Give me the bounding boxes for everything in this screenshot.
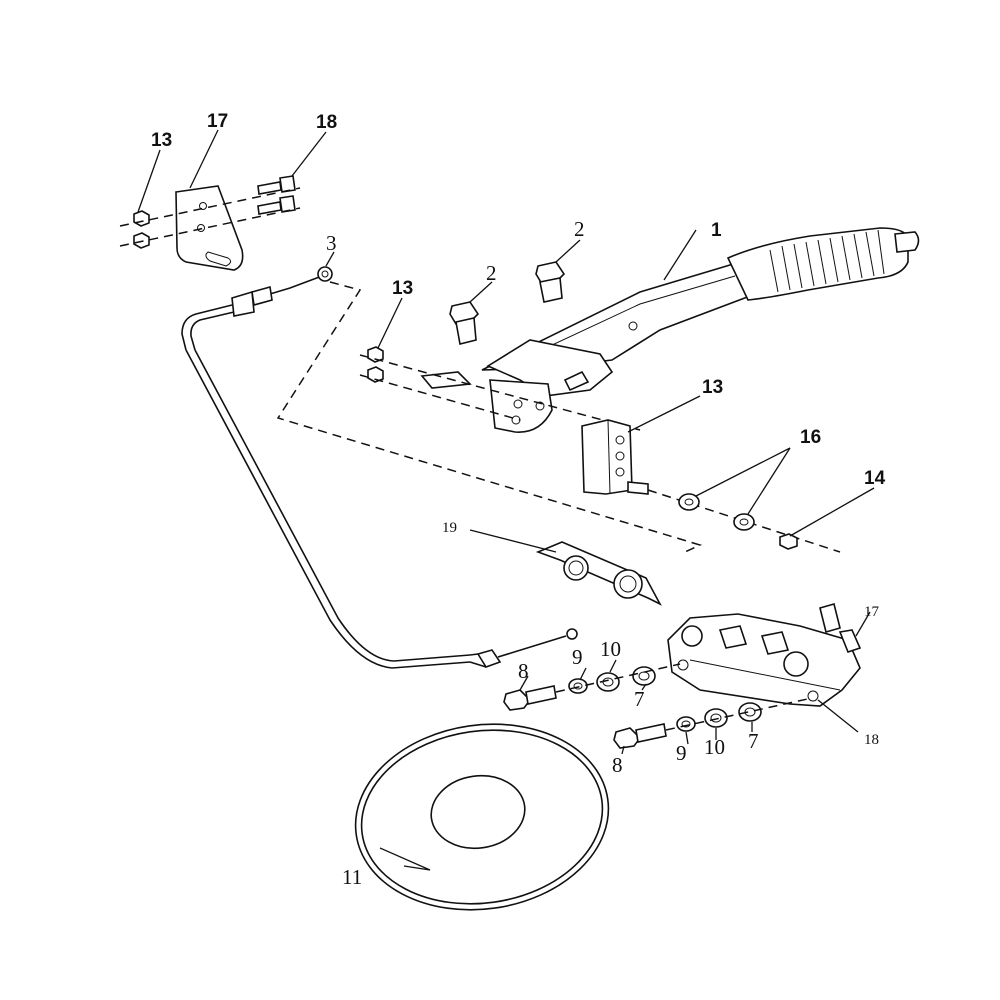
nut-13-middle — [367, 346, 384, 383]
callout-16: 18 — [316, 112, 337, 133]
handbrake-lever-1 — [420, 227, 920, 433]
callout-18: 18 — [864, 732, 879, 748]
spring-clip-19 — [535, 541, 662, 606]
callout-10-upper: 10 — [600, 637, 621, 661]
callout-11: 11 — [342, 865, 362, 889]
brake-caliper-18 — [667, 613, 861, 707]
callout-13-top-left: 13 — [151, 130, 172, 151]
callout-8-lower: 8 — [612, 753, 623, 777]
bolt-8-upper — [503, 685, 557, 711]
brake-cable-3 — [181, 266, 578, 669]
washer-9-lower — [676, 716, 696, 732]
callout-7-upper: 7 — [634, 687, 645, 711]
callout-13-middle: 13 — [392, 278, 413, 299]
callout-13-right: 14 — [864, 468, 886, 489]
washer-9-upper — [568, 678, 588, 694]
brake-disc-11 — [354, 723, 610, 911]
mounting-bracket-15 — [175, 185, 244, 271]
callout-15: 17 — [207, 111, 228, 132]
callout-12: 13 — [702, 377, 723, 398]
bleeder-17 — [819, 603, 862, 653]
callout-19: 19 — [442, 520, 457, 536]
callout-labels: 13 17 18 3 1 2 2 13 13 16 14 19 17 18 10… — [151, 111, 886, 889]
callout-8-upper: 8 — [518, 659, 529, 683]
callout-10-lower: 10 — [704, 735, 725, 759]
nut-7-lower — [738, 702, 762, 722]
callout-17: 17 — [864, 604, 880, 620]
callout-2-left: 2 — [486, 261, 497, 285]
callout-3: 3 — [326, 231, 337, 255]
bolt-2-left — [449, 301, 480, 345]
bolt-2-right — [535, 261, 566, 303]
callout-9-lower: 9 — [676, 741, 687, 765]
callout-14: 16 — [800, 427, 821, 448]
callout-2-right: 2 — [574, 217, 585, 241]
washer-14-b — [733, 513, 755, 531]
callout-7-lower: 7 — [748, 729, 759, 753]
washer-10-lower — [704, 708, 728, 728]
callout-1: 1 — [711, 220, 722, 241]
bolt-8-lower — [613, 723, 667, 749]
bolts-16 — [257, 175, 296, 215]
washer-14-a — [678, 493, 700, 511]
nut-13-right — [779, 533, 798, 550]
pivot-bracket-12 — [581, 419, 649, 495]
leader-lines — [137, 129, 875, 871]
callout-9-upper: 9 — [572, 645, 583, 669]
washer-10-upper — [596, 672, 620, 692]
